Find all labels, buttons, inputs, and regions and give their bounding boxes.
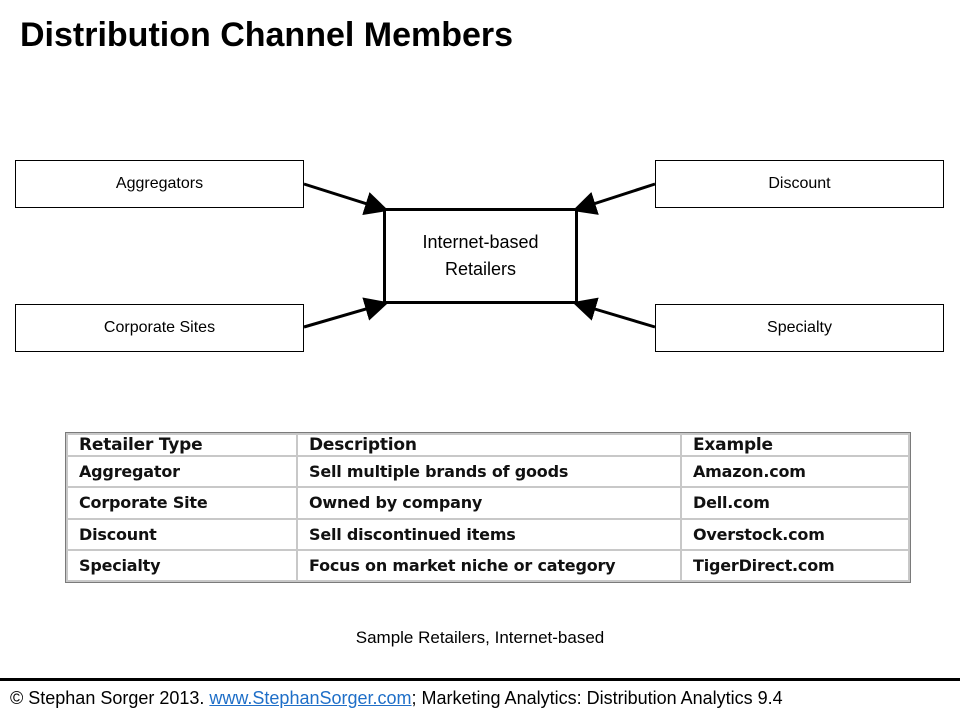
table-cell: Sell discontinued items: [296, 517, 682, 551]
footer-website-link[interactable]: www.StephanSorger.com: [209, 688, 412, 708]
table-cell: Specialty: [66, 548, 298, 583]
node-discount-label: Discount: [768, 175, 831, 192]
node-aggregators: Aggregators: [15, 160, 304, 208]
arrow-discount-to-center: [572, 182, 656, 215]
node-specialty: Specialty: [655, 304, 944, 352]
table-row: Aggregator Sell multiple brands of goods…: [66, 454, 910, 489]
node-internet-based-retailers: Internet-based Retailers: [383, 208, 578, 304]
table-cell: Sell multiple brands of goods: [296, 454, 682, 489]
arrow-corporate-to-center: [303, 297, 389, 329]
center-label-line1: Internet-based: [422, 232, 539, 252]
table-cell: Overstock.com: [680, 517, 910, 551]
table-cell: Owned by company: [296, 486, 682, 520]
table-cell: Corporate Site: [66, 486, 298, 520]
table-cell: Discount: [66, 517, 298, 551]
table-row: Discount Sell discontinued items Oversto…: [66, 517, 910, 551]
table-cell: TigerDirect.com: [680, 548, 910, 583]
slide-title: Distribution Channel Members: [20, 16, 514, 54]
footer-course-info: ; Marketing Analytics: Distribution Anal…: [411, 688, 783, 708]
footer-divider: [0, 678, 960, 681]
node-corporate-sites-label: Corporate Sites: [103, 319, 216, 336]
table-cell: Focus on market niche or category: [296, 548, 682, 583]
table-cell: Amazon.com: [680, 454, 910, 489]
node-discount: Discount: [655, 160, 944, 208]
table-header-row: Retailer Type Description Example: [66, 433, 910, 457]
node-corporate-sites: Corporate Sites: [15, 304, 304, 352]
arrow-specialty-to-center: [572, 297, 656, 329]
footer: © Stephan Sorger 2013. www.StephanSorger…: [10, 688, 783, 709]
table-row: Specialty Focus on market niche or categ…: [66, 548, 910, 583]
column-header-description: Description: [296, 433, 682, 457]
table-cell: Aggregator: [66, 454, 298, 489]
node-specialty-label: Specialty: [767, 319, 832, 336]
node-aggregators-label: Aggregators: [115, 175, 204, 192]
footer-copyright: © Stephan Sorger 2013.: [10, 688, 210, 708]
table-row: Corporate Site Owned by company Dell.com: [66, 486, 910, 520]
column-header-example: Example: [680, 433, 910, 457]
retailer-table: Retailer Type Description Example Aggreg…: [65, 432, 911, 583]
arrow-aggregators-to-center: [303, 182, 389, 216]
column-header-retailer-type: Retailer Type: [66, 433, 298, 457]
center-label-line2: Retailers: [444, 259, 517, 279]
table-caption: Sample Retailers, Internet-based: [355, 628, 605, 647]
table-cell: Dell.com: [680, 486, 910, 520]
